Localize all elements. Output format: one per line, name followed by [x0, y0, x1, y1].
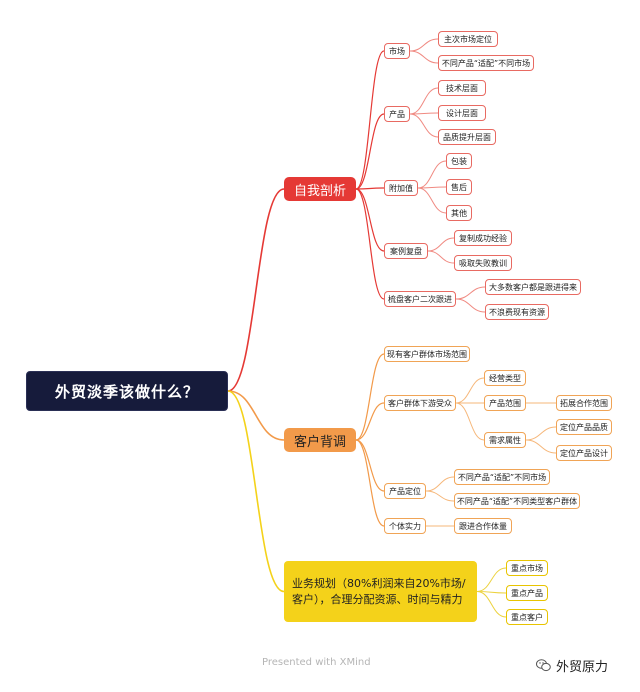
topic-key-product[interactable]: 重点产品 — [506, 585, 548, 601]
connector-topic-packaging — [417, 160, 447, 189]
connector-topic-copy-success — [427, 237, 455, 252]
connector-topic-learn-failure — [427, 250, 455, 264]
topic-case-review[interactable]: 案例复盘 — [384, 243, 428, 259]
connector-topic-self-analysis — [227, 188, 285, 392]
topic-cooperation-volume[interactable]: 跟进合作体量 — [454, 518, 512, 534]
connector-topic-downstream — [355, 402, 385, 441]
connector-topic-market-primary — [409, 38, 439, 52]
wechat-icon — [536, 659, 551, 672]
connector-topic-market-fit — [409, 50, 439, 64]
connector-topic-product-tech — [409, 87, 439, 115]
topic-demand[interactable]: 需求属性 — [484, 432, 526, 448]
topic-downstream[interactable]: 客户群体下游受众 — [384, 395, 456, 411]
topic-fit-market[interactable]: 不同产品“适配”不同市场 — [454, 469, 550, 485]
topic-business-type[interactable]: 经营类型 — [484, 370, 526, 386]
topic-product-design[interactable]: 设计层面 — [438, 105, 486, 121]
connector-topic-no-waste — [455, 298, 486, 313]
connector-topic-other — [417, 187, 447, 214]
topic-expand-cooperation[interactable]: 拓展合作范围 — [556, 395, 612, 411]
topic-learn-failure[interactable]: 吸取失败教训 — [454, 255, 512, 271]
topic-quality-position[interactable]: 定位产品品质 — [556, 419, 612, 435]
connector-topic-customer-followup — [355, 188, 385, 300]
connector-topic-customer-research — [227, 390, 285, 441]
root-topic[interactable]: 外贸淡季该做什么？ — [26, 371, 228, 411]
topic-product-quality[interactable]: 品质提升层面 — [438, 129, 496, 145]
brand-watermark: 外贸原力 — [536, 656, 608, 675]
connector-topic-quality-position — [525, 426, 557, 441]
topic-customer-research[interactable]: 客户背调 — [284, 428, 356, 452]
topic-no-waste[interactable]: 不浪费现有资源 — [485, 304, 549, 320]
connector-topic-design-position — [525, 439, 557, 454]
connector-topic-business-planning — [227, 390, 285, 593]
connector-topic-product-quality — [409, 113, 439, 138]
connector-topic-fit-market — [425, 476, 455, 492]
topic-customer-followup[interactable]: 梳盘客户二次跟进 — [384, 291, 456, 307]
topic-key-market[interactable]: 重点市场 — [506, 560, 548, 576]
connector-topic-product — [355, 113, 385, 190]
topic-business-planning[interactable]: 业务规划（80%利润来自20%市场/客户），合理分配资源、时间与精力 — [284, 561, 477, 622]
topic-product-positioning[interactable]: 产品定位 — [384, 483, 426, 499]
topic-individual-strength[interactable]: 个体实力 — [384, 518, 426, 534]
topic-packaging[interactable]: 包装 — [446, 153, 472, 169]
topic-self-analysis[interactable]: 自我剖析 — [284, 177, 356, 201]
connector-topic-most-customers — [455, 286, 486, 300]
topic-after-sales[interactable]: 售后 — [446, 179, 472, 195]
topic-key-customer[interactable]: 重点客户 — [506, 609, 548, 625]
topic-fit-customers[interactable]: 不同产品“适配”不同类型客户群体 — [454, 493, 580, 509]
presented-with-xmind-text: Presented with XMind — [262, 657, 371, 668]
brand-name: 外贸原力 — [556, 660, 609, 675]
connector-topic-fit-customers — [425, 490, 455, 502]
connector-topic-case-review — [355, 188, 385, 252]
topic-product-tech[interactable]: 技术层面 — [438, 80, 486, 96]
topic-product-range[interactable]: 产品范围 — [484, 395, 526, 411]
topic-market[interactable]: 市场 — [384, 43, 410, 59]
connector-topic-market-scope — [355, 353, 385, 441]
connector-topic-key-customer — [476, 591, 507, 618]
topic-other[interactable]: 其他 — [446, 205, 472, 221]
topic-most-customers[interactable]: 大多数客户都是跟进得来 — [485, 279, 581, 295]
connector-topic-business-type — [455, 377, 485, 404]
topic-product[interactable]: 产品 — [384, 106, 410, 122]
topic-copy-success[interactable]: 复制成功经验 — [454, 230, 512, 246]
connector-topic-individual-strength — [355, 439, 385, 527]
connector-topic-value-add — [355, 187, 385, 190]
topic-market-scope[interactable]: 现有客户群体市场范围 — [384, 346, 470, 362]
topic-market-primary[interactable]: 主次市场定位 — [438, 31, 498, 47]
connector-topic-key-market — [476, 567, 507, 592]
connector-topic-demand — [455, 402, 485, 441]
connector-topic-market — [355, 50, 385, 190]
topic-market-fit[interactable]: 不同产品“适配”不同市场 — [438, 55, 534, 71]
topic-value-add[interactable]: 附加值 — [384, 180, 418, 196]
topic-design-position[interactable]: 定位产品设计 — [556, 445, 612, 461]
